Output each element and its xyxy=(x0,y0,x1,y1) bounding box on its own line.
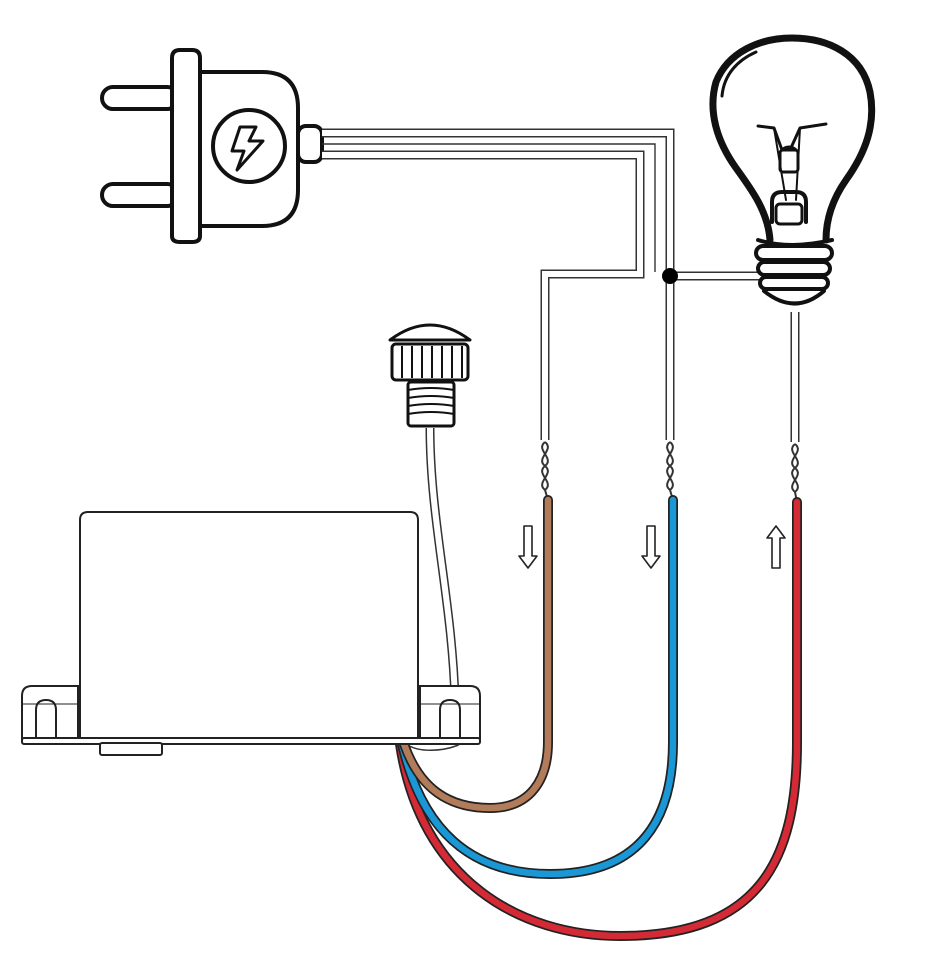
direction-arrows xyxy=(518,525,786,569)
plug-cord-relief xyxy=(296,124,324,164)
control-box-base xyxy=(21,737,481,745)
arrow-down-icon xyxy=(641,525,661,569)
sensor-probe xyxy=(388,323,472,751)
sensor-knurled-nut xyxy=(390,342,470,382)
light-bulb-icon xyxy=(709,34,876,306)
lightning-icon xyxy=(211,108,287,184)
mounting-ear-left xyxy=(21,685,79,741)
plug-cord xyxy=(322,128,675,440)
power-plug xyxy=(100,48,324,244)
control-box-body xyxy=(79,511,419,743)
arrow-up-icon xyxy=(766,525,786,569)
control-box xyxy=(21,511,481,756)
plug-prong-bottom xyxy=(100,182,180,208)
plug-prong-top xyxy=(100,85,180,111)
colored-wires xyxy=(395,495,802,941)
arrow-down-icon xyxy=(518,525,538,569)
sensor-cap xyxy=(388,323,472,342)
mounting-ear-right xyxy=(419,685,481,741)
junction-dot xyxy=(662,268,678,284)
wire-twist-connectors xyxy=(541,441,799,503)
control-box-tab xyxy=(99,742,163,756)
